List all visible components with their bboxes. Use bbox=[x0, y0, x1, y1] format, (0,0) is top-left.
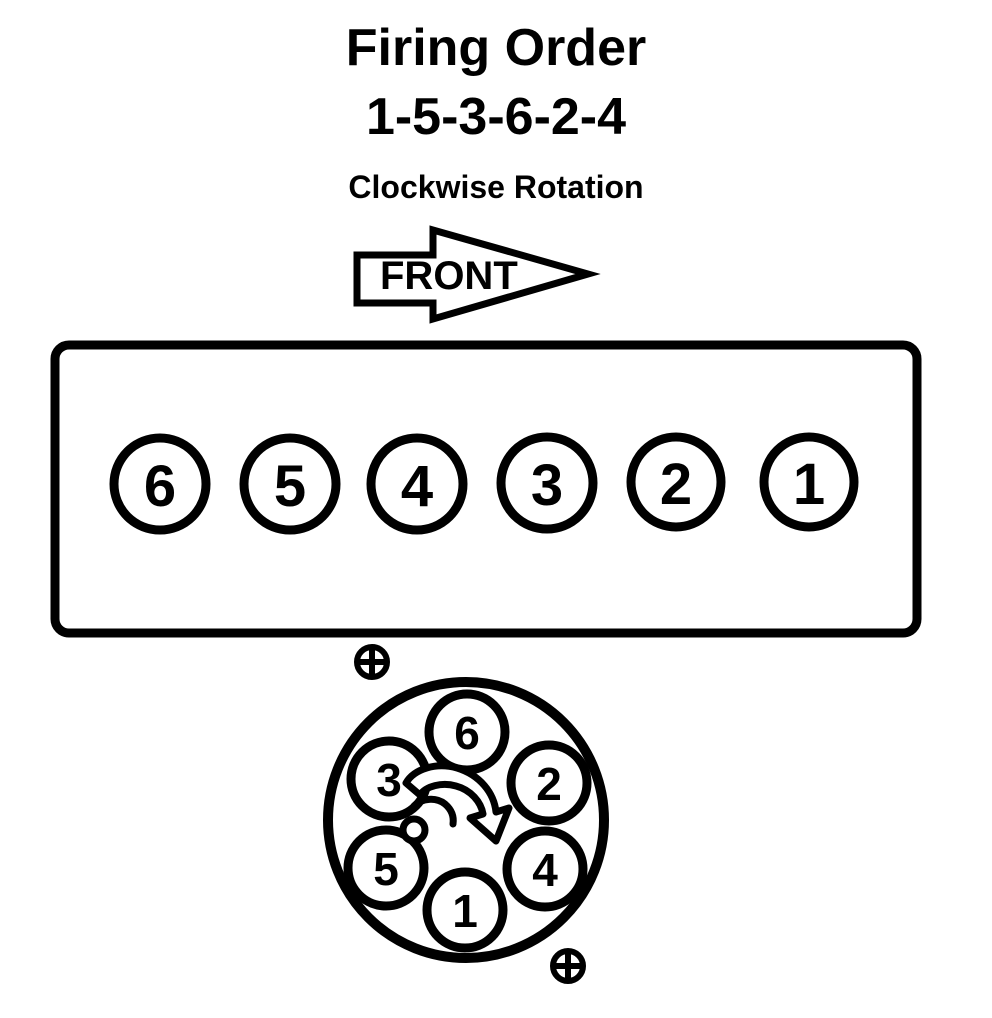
terminal-label: 6 bbox=[454, 707, 480, 759]
engine-block: 6 5 4 3 2 1 bbox=[46, 336, 926, 642]
terminal-circle bbox=[343, 825, 429, 911]
distributor-cap: 6 2 4 1 5 3 bbox=[310, 636, 620, 986]
cylinder-label: 2 bbox=[660, 452, 692, 517]
terminal-label: 1 bbox=[452, 885, 478, 937]
rotation-arrow-shape bbox=[402, 762, 513, 845]
terminal-circle bbox=[506, 740, 592, 826]
cylinder-label: 1 bbox=[793, 452, 825, 517]
page-title-line-2: 1-5-3-6-2-4 bbox=[365, 87, 627, 146]
front-arrow-shape bbox=[353, 225, 601, 324]
engine-block-svg: 6 5 4 3 2 1 bbox=[50, 340, 922, 638]
page-title-line-1: Firing Order bbox=[345, 19, 647, 77]
terminal-label: 3 bbox=[376, 754, 402, 806]
cylinder-label: 6 bbox=[144, 454, 176, 519]
cylinder-label: 4 bbox=[401, 454, 433, 519]
cylinder-label: 5 bbox=[274, 454, 306, 519]
terminal-label: 5 bbox=[373, 843, 399, 895]
cylinder-2: 2 bbox=[626, 432, 726, 532]
terminal-6: 6 bbox=[424, 689, 510, 775]
cylinder-3: 3 bbox=[496, 432, 598, 534]
terminal-5: 5 bbox=[343, 825, 429, 911]
cylinder-circle bbox=[759, 432, 859, 532]
terminal-label: 2 bbox=[536, 758, 562, 810]
rotation-arrow-inner-hook bbox=[410, 795, 457, 828]
distributor-cap-svg: 6 2 4 1 5 3 bbox=[323, 644, 609, 984]
cylinder-circle bbox=[109, 433, 211, 535]
crosshair-icon-lower-right bbox=[550, 948, 586, 984]
cylinder-5: 5 bbox=[239, 433, 341, 535]
cylinder-circle bbox=[366, 433, 468, 535]
front-arrow-label: FRONT bbox=[380, 254, 518, 298]
rotation-subtitle: Clockwise Rotation bbox=[348, 169, 644, 205]
rotation-pivot-circle bbox=[399, 815, 429, 845]
front-arrow: FRONT bbox=[345, 222, 601, 327]
terminal-circle bbox=[502, 826, 588, 912]
terminal-2: 2 bbox=[506, 740, 592, 826]
cylinder-circle bbox=[626, 432, 726, 532]
front-arrow-svg: FRONT bbox=[353, 225, 601, 324]
crosshair-icon-upper-left bbox=[354, 644, 390, 680]
terminal-circle bbox=[422, 867, 508, 953]
terminal-4: 4 bbox=[502, 826, 588, 912]
cylinder-6: 6 bbox=[109, 433, 211, 535]
terminal-label: 4 bbox=[532, 844, 558, 896]
cylinder-circle bbox=[239, 433, 341, 535]
engine-block-outline bbox=[50, 340, 922, 638]
terminal-1: 1 bbox=[422, 867, 508, 953]
cylinder-label: 3 bbox=[531, 453, 563, 518]
title-block: Firing Order 1-5-3-6-2-4 bbox=[0, 14, 992, 151]
cylinder-1: 1 bbox=[759, 432, 859, 532]
cylinder-4: 4 bbox=[366, 433, 468, 535]
clockwise-rotation-arrow-icon bbox=[399, 762, 513, 845]
cylinder-circle bbox=[496, 432, 598, 534]
